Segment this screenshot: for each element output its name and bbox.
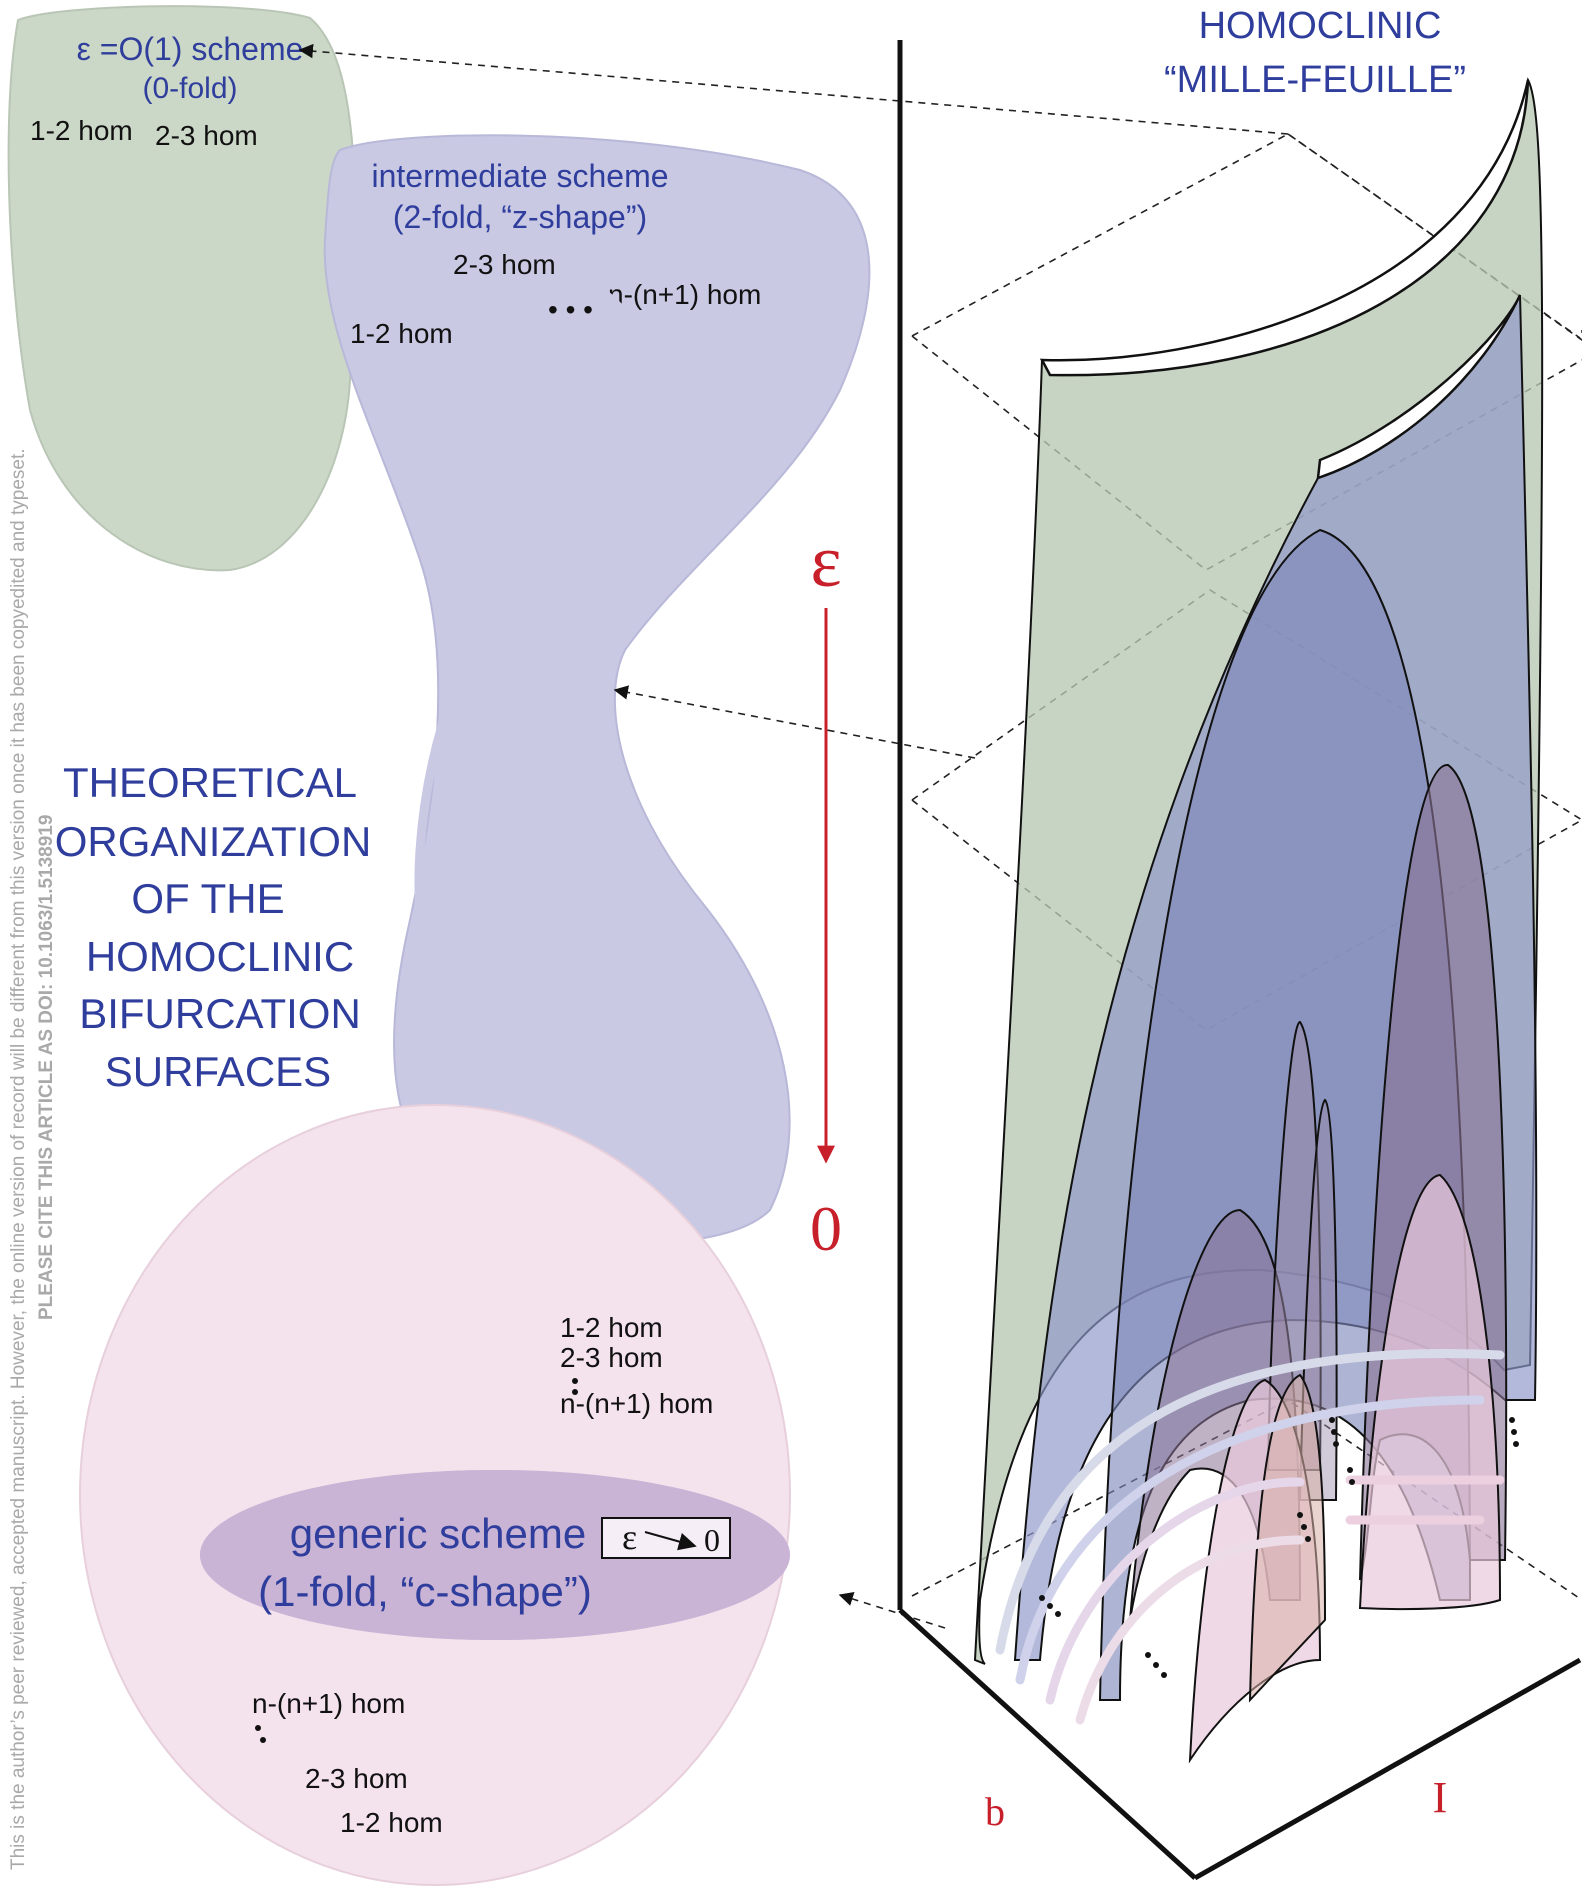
I-axis-label: I	[1433, 1773, 1448, 1822]
mille-feuille-bands	[995, 1349, 1505, 1725]
eps-o1-blob	[7, 5, 357, 572]
eps-o1-title: ε =O(1) scheme	[77, 31, 304, 67]
generic-scheme: generic scheme (1-fold, “c-shape”) ε 0 1…	[79, 1104, 791, 1886]
generic-title: generic scheme	[290, 1510, 586, 1557]
generic-label-bottom-12: 1-2 hom	[340, 1807, 443, 1838]
side-title-line-2: ORGANIZATION	[55, 818, 372, 865]
generic-tube-lower-23	[154, 1515, 305, 1750]
generic-badge-arrow	[644, 1531, 697, 1551]
eps-o1-tube-23	[185, 160, 287, 365]
eps-o1-subtitle: (0-fold)	[142, 72, 237, 105]
pointer-arrows	[298, 43, 1289, 1629]
side-title-line-4: HOMOCLINIC	[86, 933, 354, 980]
generic-badge: ε 0	[601, 1517, 731, 1559]
eps-o1-label-23: 2-3 hom	[155, 120, 258, 151]
intermediate-scheme: intermediate scheme (2-fold, “z-shape”) …	[323, 134, 871, 1244]
generic-label-bottom-nn1: n-(n+1) hom	[252, 1688, 405, 1719]
sheet-purple-mid	[1266, 1020, 1322, 1471]
generic-label-top-nn1: n-(n+1) hom	[560, 1388, 713, 1419]
intermediate-label-12: 1-2 hom	[350, 318, 453, 349]
eps-o1-label-12: 1-2 hom	[30, 115, 133, 146]
b-axis-label: b	[985, 1789, 1005, 1834]
axes-frame: b I	[897, 40, 1582, 1881]
side-title-line-3: OF THE	[131, 875, 284, 922]
generic-subtitle: (1-fold, “c-shape”)	[258, 1568, 592, 1615]
zero-symbol: 0	[810, 1193, 842, 1264]
side-title: THEORETICAL ORGANIZATION OF THE HOMOCLIN…	[55, 759, 372, 1095]
I-axis	[1193, 1657, 1582, 1881]
generic-label-top-12: 1-2 hom	[560, 1312, 663, 1343]
side-title-line-1: THEORETICAL	[63, 759, 357, 806]
intermediate-tube-nn1	[585, 278, 675, 560]
main-title-line-2: “MILLE-FEUILLE”	[1164, 59, 1466, 101]
generic-tube-lower-nn1	[134, 1515, 255, 1710]
b-axis	[898, 1608, 1197, 1880]
generic-label-bottom-23: 2-3 hom	[305, 1763, 408, 1794]
generic-tube-23	[138, 1355, 535, 1775]
intermediate-label-23: 2-3 hom	[453, 249, 556, 280]
generic-badge-zero: 0	[704, 1522, 720, 1558]
epsilon-symbol: ε	[810, 521, 841, 603]
main-title: HOMOCLINIC “MILLE-FEUILLE”	[1164, 5, 1466, 101]
pointer-to-intermediate	[613, 685, 976, 759]
mille-feuille-dots	[1039, 1417, 1519, 1678]
eps-o1-scheme: ε =O(1) scheme (0-fold) 1-2 hom 2-3 hom	[7, 5, 357, 572]
intermediate-dots: • • •	[548, 294, 593, 325]
intermediate-blob	[323, 134, 871, 1244]
intermediate-tube-23	[475, 282, 593, 925]
generic-tube-nn1	[175, 1395, 545, 1505]
side-title-line-5: BIFURCATION	[79, 990, 361, 1037]
generic-tube-12	[103, 1325, 535, 1790]
generic-label-top-23: 2-3 hom	[560, 1342, 663, 1373]
eps-o1-tube-12	[100, 170, 200, 465]
pointer-to-eps-o1	[298, 43, 1289, 135]
intermediate-title: intermediate scheme	[371, 158, 668, 194]
intermediate-tube-12	[414, 280, 660, 1173]
intermediate-label-nn1: n-(n+1) hom	[608, 279, 761, 310]
side-title-line-6: SURFACES	[105, 1048, 331, 1095]
epsilon-axis: ε 0	[810, 521, 842, 1264]
main-title-line-1: HOMOCLINIC	[1199, 5, 1442, 47]
intermediate-subtitle: (2-fold, “z-shape”)	[393, 199, 647, 235]
generic-badge-epsilon: ε	[622, 1517, 637, 1557]
plane-top	[911, 133, 1582, 341]
pointer-to-generic	[838, 1592, 946, 1629]
mille-feuille	[973, 77, 1544, 1764]
